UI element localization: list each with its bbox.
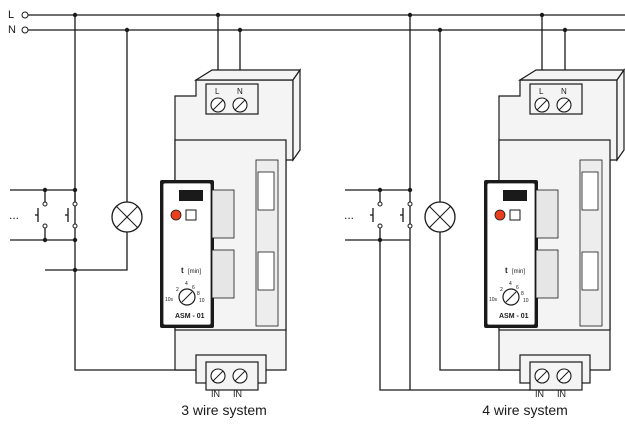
dial-label: t <box>505 266 508 275</box>
dial-scale-4: 4 <box>185 281 188 287</box>
bus-neutral-label: N <box>8 24 16 36</box>
push-button-1 <box>370 190 383 240</box>
dial-scale-10: 10 <box>199 298 205 304</box>
dial-scale-10s: 10s <box>165 297 174 303</box>
dial-scale-2: 2 <box>500 287 503 293</box>
dial-unit: [min] <box>188 269 201 275</box>
circuit-3-wire: ... zamel t [min] 2 4 6 8 10s 10 ASM - 0… <box>9 12 301 399</box>
dial-label: t <box>181 266 184 275</box>
dial-scale-8: 8 <box>197 291 200 297</box>
device-brand: zamel <box>505 192 527 201</box>
dial-scale-10: 10 <box>523 298 529 304</box>
asm01-device: zamel t [min] 2 4 6 8 10s 10 ASM - 01 L … <box>159 69 301 399</box>
bottom-terminal-in-2: IN <box>233 389 242 399</box>
dial-scale-10s: 10s <box>489 297 498 303</box>
dial-scale-8: 8 <box>521 291 524 297</box>
dial-scale-4: 4 <box>509 281 512 287</box>
dial-scale-2: 2 <box>176 287 179 293</box>
push-button-1 <box>35 190 48 240</box>
caption-3-wire: 3 wire system <box>181 402 267 418</box>
device-brand: zamel <box>181 192 203 201</box>
bus-line-label: L <box>8 9 14 21</box>
dial-scale-6: 6 <box>516 285 519 291</box>
asm01-device: zamel t [min] 2 4 6 8 10s 10 ASM - 01 L … <box>483 69 625 399</box>
top-terminal-n: N <box>237 87 243 96</box>
switch-dots: ... <box>344 208 354 222</box>
circuit-4-wire: ... zamel t [min] 2 4 6 8 10s 10 ASM - 0… <box>344 12 625 399</box>
dial-scale-6: 6 <box>192 285 195 291</box>
top-terminal-l: L <box>215 87 220 96</box>
caption-4-wire: 4 wire system <box>482 402 568 418</box>
push-button-2 <box>380 201 413 241</box>
switch-dots: ... <box>9 208 19 222</box>
push-button-2 <box>65 190 78 229</box>
device-model: ASM - 01 <box>175 313 205 320</box>
bottom-terminal-in-1: IN <box>535 389 544 399</box>
device-model: ASM - 01 <box>499 313 529 320</box>
bottom-terminal-in-2: IN <box>557 389 566 399</box>
dial-unit: [min] <box>512 269 525 275</box>
top-terminal-n: N <box>561 87 567 96</box>
top-terminal-l: L <box>539 87 544 96</box>
bottom-terminal-in-1: IN <box>211 389 220 399</box>
bus: L N <box>8 9 625 36</box>
